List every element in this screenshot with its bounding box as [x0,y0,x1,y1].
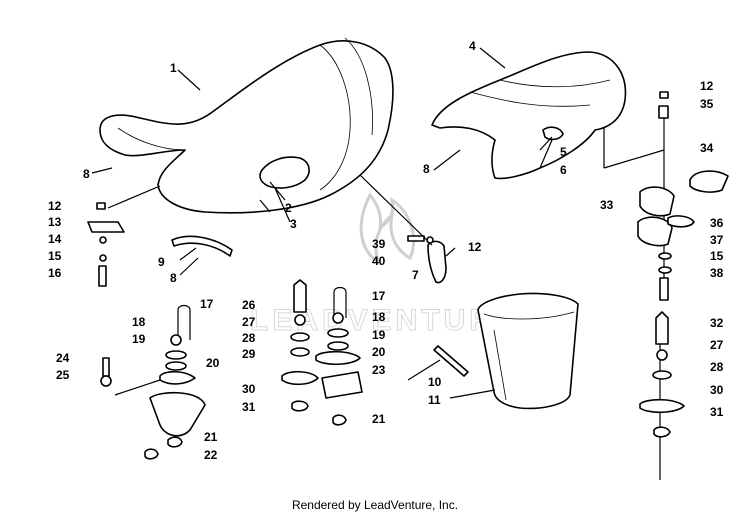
callout-31-mid: 31 [242,400,256,414]
callout-35: 35 [700,97,714,111]
callout-30-right: 30 [710,383,724,397]
callout-39: 39 [372,237,386,251]
callout-32: 32 [710,316,724,330]
hardware-center [315,286,363,426]
callout-4: 4 [469,39,476,53]
callout-18-center: 18 [372,310,386,324]
footer-credit: Rendered by LeadVenture, Inc. [291,498,459,512]
callout-18-left: 18 [132,315,146,329]
callout-22: 22 [204,448,218,462]
callout-28-right: 28 [710,360,724,374]
seat-assembly [99,37,394,214]
callout-21-left: 21 [204,430,218,444]
callout-37: 37 [710,233,724,247]
callout-20-left: 20 [206,356,220,370]
callout-40: 40 [372,254,386,268]
callout-27-right: 27 [710,338,724,352]
callout-14: 14 [48,232,62,246]
callout-8-seat: 8 [83,167,90,181]
storage-bin [477,292,579,410]
callout-2: 2 [285,201,292,215]
callout-38: 38 [710,266,724,280]
callout-17-left: 17 [200,297,214,311]
callout-9: 9 [158,255,165,269]
callout-23: 23 [372,363,386,377]
callout-26: 26 [242,298,256,312]
hardware-39-40 [407,235,434,244]
callout-5: 5 [560,145,567,159]
callout-10: 10 [428,375,442,389]
callout-8-strap: 8 [170,271,177,285]
strap [171,235,233,257]
callout-19-left: 19 [132,332,146,346]
seat-cover [431,51,627,180]
callout-29: 29 [242,347,256,361]
callout-33: 33 [600,198,614,212]
hardware-left [87,202,125,287]
callout-7: 7 [412,268,419,282]
callout-25: 25 [56,368,70,382]
callout-28-mid: 28 [242,331,256,345]
callout-16: 16 [48,266,62,280]
hardware-center-left [100,304,206,460]
callout-12-mid: 12 [468,240,482,254]
hardware-right [637,91,729,438]
callout-21-center: 21 [372,412,386,426]
callout-3: 3 [290,217,297,231]
callout-30-mid: 30 [242,382,256,396]
callout-27-mid: 27 [242,315,256,329]
callout-11: 11 [428,393,441,407]
callout-12-left: 12 [48,199,62,213]
callout-19-center: 19 [372,328,386,342]
callout-34: 34 [700,141,714,155]
callout-31-right: 31 [710,405,724,419]
bracket [427,240,447,284]
hardware-middle [281,279,319,412]
callout-12-right: 12 [700,79,714,93]
strap-bin [433,345,469,377]
callout-1: 1 [170,61,177,75]
callout-17-center: 17 [372,289,386,303]
callout-15-left: 15 [48,249,62,263]
callout-8-cover: 8 [423,162,430,176]
callout-24: 24 [56,351,70,365]
callout-6: 6 [560,163,567,177]
callout-15-right: 15 [710,249,724,263]
callout-13: 13 [48,215,62,229]
callout-20-center: 20 [372,345,386,359]
callout-labels: 1 2 3 4 5 6 7 8 8 8 9 10 11 12 12 12 13 … [48,39,724,462]
callout-36: 36 [710,216,724,230]
